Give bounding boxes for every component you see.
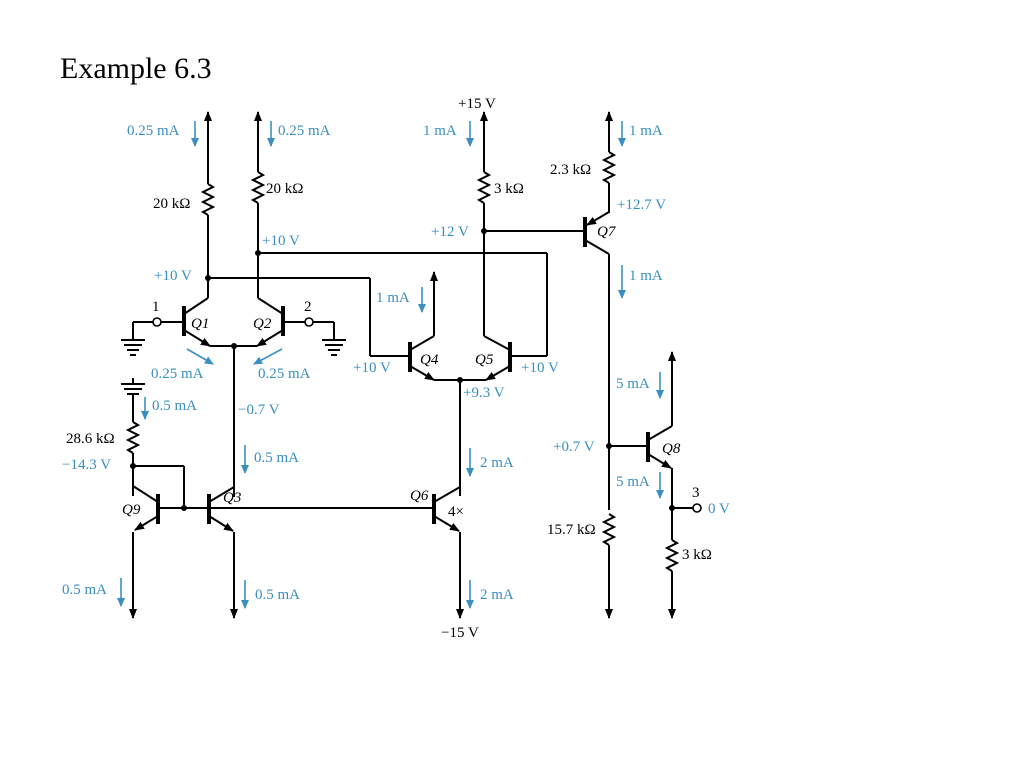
voltage-q1-collector: +10 V xyxy=(154,268,192,284)
slide-title: Example 6.3 xyxy=(60,52,212,85)
q9-label: Q9 xyxy=(122,502,141,518)
voltage-bias-node: −14.3 V xyxy=(62,457,111,473)
q4-label: Q4 xyxy=(420,352,439,368)
transistor-q6 xyxy=(432,486,461,590)
r-q1-label: 20 kΩ xyxy=(153,196,190,212)
current-q9-bottom: 0.5 mA xyxy=(62,582,107,598)
current-q8-collector: 5 mA xyxy=(616,376,650,392)
output-terminal-3 xyxy=(672,503,702,513)
positive-rail-arrows xyxy=(204,111,676,380)
resistor-r-q1 xyxy=(200,183,216,216)
q2-collector-branch xyxy=(250,140,266,298)
resistor-r-q2 xyxy=(250,171,266,204)
negative-rail-arrows xyxy=(129,590,676,619)
q7-label: Q7 xyxy=(597,224,617,240)
current-q6-collector: 2 mA xyxy=(480,455,514,471)
q2-label: Q2 xyxy=(253,316,272,332)
current-q5-top: 1 mA xyxy=(423,123,457,139)
r-bias-label: 28.6 kΩ xyxy=(66,431,115,447)
positive-rail-label: +15 V xyxy=(458,96,496,112)
current-bias-top: 0.5 mA xyxy=(152,398,197,414)
ground-symbol-in2 xyxy=(322,339,346,356)
q1-collector-branch xyxy=(200,140,216,298)
voltage-q45-emitters: +9.3 V xyxy=(463,385,505,401)
wire-q1-collector-to-q4-base xyxy=(205,275,410,357)
input-terminal-2 xyxy=(283,317,335,340)
emitter-node-q1-q2 xyxy=(210,343,257,497)
mirror-base-line xyxy=(158,505,434,511)
r-q7-emitter-label: 15.7 kΩ xyxy=(547,522,596,538)
transistor-q5 xyxy=(483,335,512,381)
current-q2-emitter: 0.25 mA xyxy=(258,366,311,382)
resistor-r-load xyxy=(664,539,680,572)
r-q5-label: 3 kΩ xyxy=(494,181,524,197)
q3-label: Q3 xyxy=(223,490,241,506)
current-q3-collector: 0.5 mA xyxy=(254,450,299,466)
current-q2-top: 0.25 mA xyxy=(278,123,331,139)
wire-q2-collector-to-q5-base xyxy=(255,250,548,357)
current-q7-top: 1 mA xyxy=(629,123,663,139)
q7-emitter-branch xyxy=(601,140,617,213)
voltage-q5-base: +10 V xyxy=(521,360,559,376)
voltage-q4-base: +10 V xyxy=(353,360,391,376)
resistor-r-q5 xyxy=(476,171,492,204)
voltage-q8-base: +0.7 V xyxy=(553,439,595,455)
input-terminal-1 xyxy=(132,317,184,340)
voltage-q2-collector: +10 V xyxy=(262,233,300,249)
q5-label: Q5 xyxy=(475,352,494,368)
negative-rail-label: −15 V xyxy=(441,625,479,641)
terminal-1-label: 1 xyxy=(152,299,160,315)
q6-label: Q6 xyxy=(410,488,429,504)
current-q1-emitter: 0.25 mA xyxy=(151,366,204,382)
transistor-q7 xyxy=(484,211,617,590)
terminal-2-label: 2 xyxy=(304,299,312,315)
current-direction-arrows xyxy=(117,121,664,609)
resistor-r-bias xyxy=(125,421,141,454)
emitter-node-q4-q5 xyxy=(434,377,486,496)
voltage-output: 0 V xyxy=(708,501,730,517)
voltage-q12-emitters: −0.7 V xyxy=(238,402,280,418)
current-q7-bottom: 1 mA xyxy=(629,268,663,284)
current-q4-collector: 1 mA xyxy=(376,290,410,306)
q1-label: Q1 xyxy=(191,316,209,332)
voltage-q7-emitter: +12.7 V xyxy=(617,197,666,213)
resistor-r-q7-emitter xyxy=(601,513,617,546)
transistor-q4 xyxy=(408,335,435,381)
resistor-r-q7 xyxy=(601,151,617,184)
current-q8-emitter: 5 mA xyxy=(616,474,650,490)
transistor-q3 xyxy=(207,486,235,590)
r-q2-label: 20 kΩ xyxy=(266,181,303,197)
q5-collector-branch xyxy=(476,140,492,336)
transistor-q8 xyxy=(606,380,680,590)
q8-label: Q8 xyxy=(662,441,681,457)
current-q1-top: 0.25 mA xyxy=(127,123,180,139)
current-q3-bottom: 0.5 mA xyxy=(255,587,300,603)
terminal-3-label: 3 xyxy=(692,485,700,501)
q6-multiplier-label: 4× xyxy=(448,504,464,520)
r-q7-label: 2.3 kΩ xyxy=(550,162,591,178)
voltage-q5-collector: +12 V xyxy=(431,224,469,240)
r-load-label: 3 kΩ xyxy=(682,547,712,563)
current-q6-bottom: 2 mA xyxy=(480,587,514,603)
ground-symbol-in1 xyxy=(121,339,145,356)
bias-branch xyxy=(121,378,185,508)
